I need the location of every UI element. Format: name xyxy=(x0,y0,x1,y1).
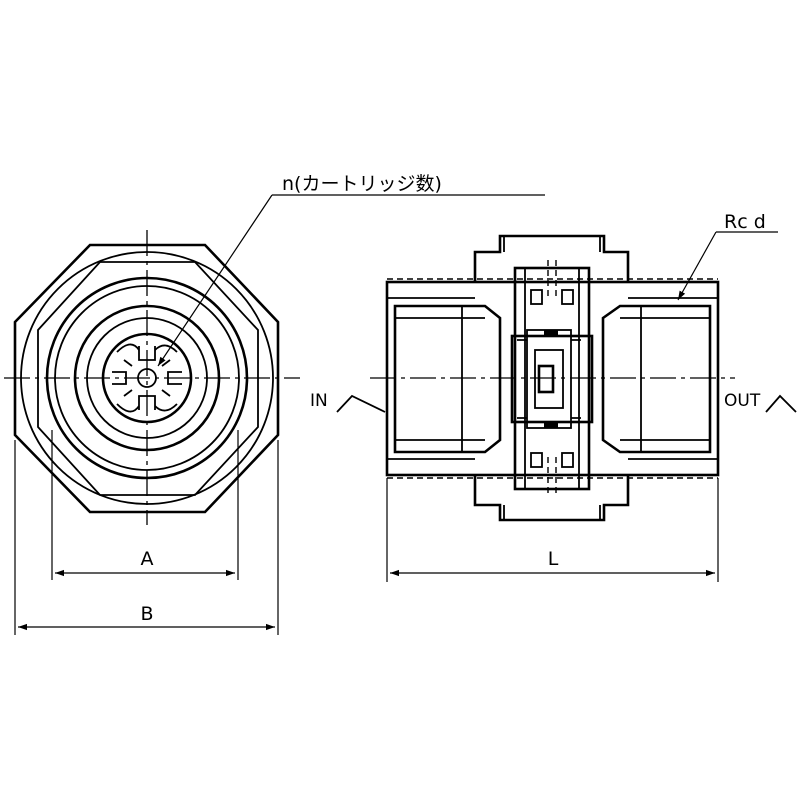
outer-octagon xyxy=(13,243,280,514)
thread-callout-label: Rc d xyxy=(724,211,766,233)
inlet-label: IN xyxy=(310,391,328,411)
inlet-bore xyxy=(393,304,502,454)
outlet-flow-arrow: OUT xyxy=(724,391,797,413)
end-view: A B n(カートリッジ数) xyxy=(4,173,545,635)
section-view: IN OUT Rc d L xyxy=(310,211,797,582)
outlet-bore xyxy=(601,304,712,454)
cartridge-callout-label: n(カートリッジ数) xyxy=(282,173,442,195)
dimension-l-label: L xyxy=(548,548,559,570)
thread-callout: Rc d xyxy=(677,211,778,301)
outlet-label: OUT xyxy=(724,391,761,411)
top-nut xyxy=(473,234,630,282)
dimension-a-label: A xyxy=(141,548,154,570)
inlet-flow-arrow: IN xyxy=(310,391,386,413)
cartridge-callout: n(カートリッジ数) xyxy=(157,173,545,367)
dimension-b-label: B xyxy=(140,603,153,625)
bottom-nut xyxy=(473,475,630,522)
